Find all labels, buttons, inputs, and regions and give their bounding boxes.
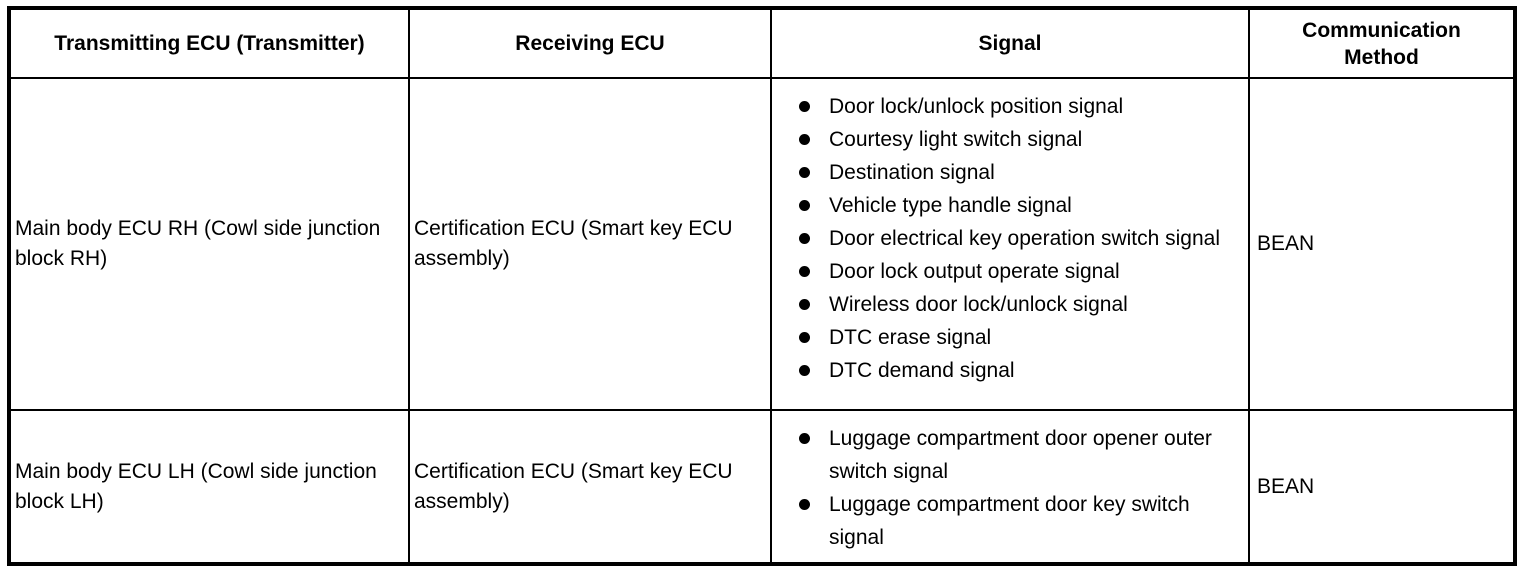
table-header-row: Transmitting ECU (Transmitter) Receiving… xyxy=(8,7,1516,79)
signal-list-item: Wireless door lock/unlock signal xyxy=(799,288,1240,321)
signal-list-item: Door electrical key operation switch sig… xyxy=(799,222,1240,255)
receiving-ecu-cell: Certification ECU (Smart key ECU assembl… xyxy=(408,409,772,565)
signal-list: Door lock/unlock position signal Courtes… xyxy=(772,79,1248,395)
signal-label: Door lock output operate signal xyxy=(829,260,1120,283)
bullet-icon xyxy=(799,365,810,376)
bullet-icon xyxy=(799,266,810,277)
signal-cell: Door lock/unlock position signal Courtes… xyxy=(770,77,1250,411)
bullet-icon xyxy=(799,299,810,310)
column-header-signal: Signal xyxy=(770,7,1250,79)
receiving-ecu-cell: Certification ECU (Smart key ECU assembl… xyxy=(408,77,772,411)
signal-cell: Luggage compartment door opener outer sw… xyxy=(770,409,1250,565)
signal-label: Destination signal xyxy=(829,161,995,184)
table-row: Main body ECU LH (Cowl side junction blo… xyxy=(8,409,1516,565)
bullet-icon xyxy=(799,167,810,178)
signal-label: DTC erase signal xyxy=(829,326,992,349)
signal-list-item: Courtesy light switch signal xyxy=(799,123,1240,156)
communication-method-cell: BEAN xyxy=(1248,77,1516,411)
transmitting-ecu-cell: Main body ECU LH (Cowl side junction blo… xyxy=(8,409,410,565)
signal-list-item: Vehicle type handle signal xyxy=(799,189,1240,222)
signal-label: Luggage compartment door opener outer sw… xyxy=(829,427,1212,483)
signal-list-item: Luggage compartment door key switch sign… xyxy=(799,488,1240,554)
signal-list-item: Door lock/unlock position signal xyxy=(799,90,1240,123)
signal-list-item: Destination signal xyxy=(799,156,1240,189)
bullet-icon xyxy=(799,332,810,343)
signal-list-item: Luggage compartment door opener outer sw… xyxy=(799,422,1240,488)
bullet-icon xyxy=(799,433,810,444)
column-header-transmitting-ecu: Transmitting ECU (Transmitter) xyxy=(8,7,410,79)
signal-label: Door lock/unlock position signal xyxy=(829,95,1124,118)
signal-label: Vehicle type handle signal xyxy=(829,194,1072,217)
signal-label: DTC demand signal xyxy=(829,359,1015,382)
signal-label: Courtesy light switch signal xyxy=(829,128,1083,151)
transmitting-ecu-cell: Main body ECU RH (Cowl side junction blo… xyxy=(8,77,410,411)
bullet-icon xyxy=(799,499,810,510)
bullet-icon xyxy=(799,233,810,244)
signal-list-item: DTC erase signal xyxy=(799,321,1240,354)
signal-label: Luggage compartment door key switch sign… xyxy=(829,493,1190,549)
signal-list-item: DTC demand signal xyxy=(799,354,1240,387)
ecu-communication-table: Transmitting ECU (Transmitter) Receiving… xyxy=(7,6,1517,566)
column-header-communication-method: Communication Method xyxy=(1248,7,1516,79)
signal-label: Wireless door lock/unlock signal xyxy=(829,293,1128,316)
signal-list: Luggage compartment door opener outer sw… xyxy=(772,411,1248,562)
bullet-icon xyxy=(799,200,810,211)
bullet-icon xyxy=(799,101,810,112)
bullet-icon xyxy=(799,134,810,145)
table-row: Main body ECU RH (Cowl side junction blo… xyxy=(8,77,1516,411)
column-header-receiving-ecu: Receiving ECU xyxy=(408,7,772,79)
signal-label: Door electrical key operation switch sig… xyxy=(829,227,1221,250)
communication-method-cell: BEAN xyxy=(1248,409,1516,565)
signal-list-item: Door lock output operate signal xyxy=(799,255,1240,288)
